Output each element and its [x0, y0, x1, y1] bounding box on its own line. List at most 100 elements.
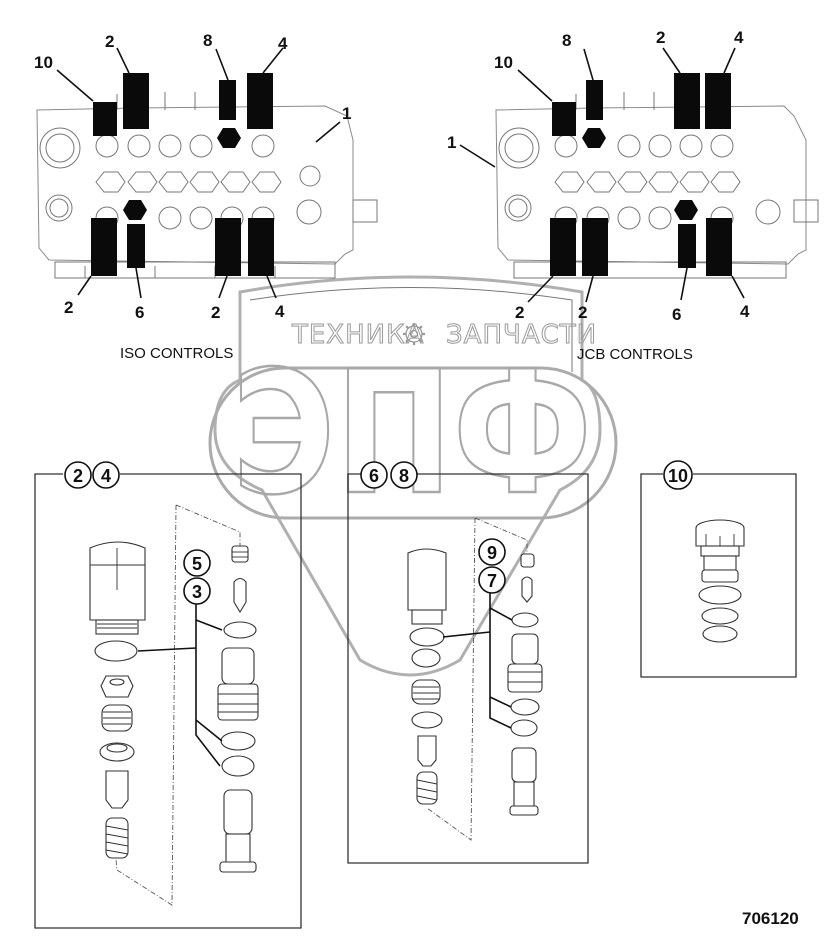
ref-badge	[183, 577, 211, 605]
ref-badge	[360, 461, 388, 489]
lock-nut	[411, 648, 441, 668]
hex-plug-6	[123, 200, 147, 220]
o-ring	[223, 621, 257, 639]
ref-badge	[64, 461, 92, 489]
figure-number: 706120	[742, 909, 799, 928]
svg-text:10: 10	[668, 466, 688, 486]
callout: 4	[278, 34, 288, 53]
svg-text:9: 9	[487, 543, 497, 563]
svg-text:7: 7	[487, 571, 497, 591]
o-ring	[702, 625, 738, 643]
callout: 6	[672, 305, 681, 324]
seat-washer	[411, 711, 443, 729]
callout: 2	[64, 298, 73, 317]
relief-valve-4-top	[247, 73, 273, 129]
valve-8-top	[586, 80, 603, 120]
poppet	[417, 735, 437, 767]
watermark-text-right: ЗАПЧАСТИ	[446, 320, 597, 350]
pilot-seat	[231, 545, 249, 563]
detail-box-load-hold-valve: 6 8 9	[347, 461, 589, 864]
plug-10-top	[552, 102, 576, 136]
relief-valve-4-top	[705, 73, 731, 129]
watermark-logo: ЭПФ	[232, 335, 592, 533]
backup-ring	[701, 607, 739, 625]
adjuster-spring	[101, 704, 133, 732]
o-ring	[409, 627, 445, 647]
o-ring	[698, 585, 742, 605]
o-ring	[510, 719, 538, 737]
callout: 10	[494, 53, 513, 72]
valve-sleeve	[507, 633, 543, 693]
adjuster-spring	[411, 679, 441, 705]
relief-valve-4-bottom	[248, 218, 274, 276]
callout: 4	[734, 28, 744, 47]
valve-cap	[407, 548, 447, 611]
port-row-upper	[95, 134, 275, 158]
ref-badge	[478, 566, 506, 594]
gear-icon	[403, 323, 425, 345]
watermark-text-left: ТЕХНИКА	[291, 320, 424, 350]
svg-text:4: 4	[101, 466, 111, 486]
relief-valve-2-bottom-a	[550, 218, 576, 276]
caption-iso-controls: ISO CONTROLS	[120, 345, 233, 362]
lock-nut	[100, 675, 134, 698]
valve-block-jcb	[495, 73, 819, 279]
callout: 10	[34, 53, 53, 72]
poppet	[105, 770, 129, 809]
relief-valve-2-bottom-b	[582, 218, 608, 276]
callout: 1	[447, 133, 456, 152]
pilot-pin	[521, 576, 533, 603]
callouts-jcb: 10 8 2 4 1 2 2 6 4 JCB CONTROLS	[447, 28, 750, 363]
ref-badge	[663, 460, 693, 490]
callout: 8	[203, 31, 212, 50]
main-poppet	[509, 747, 539, 816]
pilot-pin	[233, 577, 247, 614]
plug-10-top	[93, 102, 117, 136]
valve-sleeve	[217, 647, 259, 721]
relief-valve-4-bottom	[706, 218, 732, 276]
callout: 4	[275, 302, 285, 321]
o-ring	[221, 755, 255, 777]
callout: 2	[211, 303, 220, 322]
svg-text:2: 2	[73, 466, 83, 486]
spring	[105, 817, 129, 859]
hex-plug-8	[217, 128, 241, 148]
valve-block-iso	[36, 73, 378, 279]
callout: 2	[656, 28, 665, 47]
caption-jcb-controls: JCB CONTROLS	[577, 346, 693, 363]
ref-badge	[92, 461, 120, 489]
port-row-middle	[95, 165, 322, 225]
callout: 2	[515, 303, 524, 322]
callout: 6	[135, 303, 144, 322]
relief-valve-2-top	[674, 73, 700, 129]
main-poppet	[219, 789, 257, 873]
callout: 8	[562, 31, 571, 50]
relief-valve-2-bottom-b	[215, 218, 241, 276]
hex-plug-8	[582, 128, 606, 148]
svg-text:6: 6	[369, 466, 379, 486]
callout: 1	[342, 104, 351, 123]
callout: 2	[578, 303, 587, 322]
relief-valve-2-bottom-a	[91, 218, 117, 276]
svg-text:3: 3	[192, 582, 202, 602]
relief-valve-cap	[89, 541, 146, 635]
watermark-shield	[213, 275, 602, 677]
ref-badge	[478, 538, 506, 566]
callouts-iso: 10 2 8 4 1 2 6 2 4 ISO CONTROLS	[34, 31, 351, 362]
svg-text:8: 8	[399, 466, 409, 486]
watermark-logo-frame	[208, 366, 618, 520]
ref-badge	[390, 461, 418, 489]
hex-plug-6	[674, 200, 698, 220]
blanking-plug	[695, 519, 745, 583]
pilot-seat	[520, 553, 535, 568]
watermark: ТЕХНИКА ЗАПЧАСТИ ЭПФ	[208, 275, 618, 677]
svg-text:5: 5	[192, 554, 202, 574]
detail-box-blanking-plug: 10	[640, 460, 797, 678]
callout: 4	[740, 302, 750, 321]
callout: 2	[105, 32, 114, 51]
spring	[416, 771, 438, 805]
valve-6-bottom	[678, 224, 696, 268]
detail-box-relief-valve: 2 4	[34, 461, 302, 929]
valve-8-top	[219, 80, 236, 120]
